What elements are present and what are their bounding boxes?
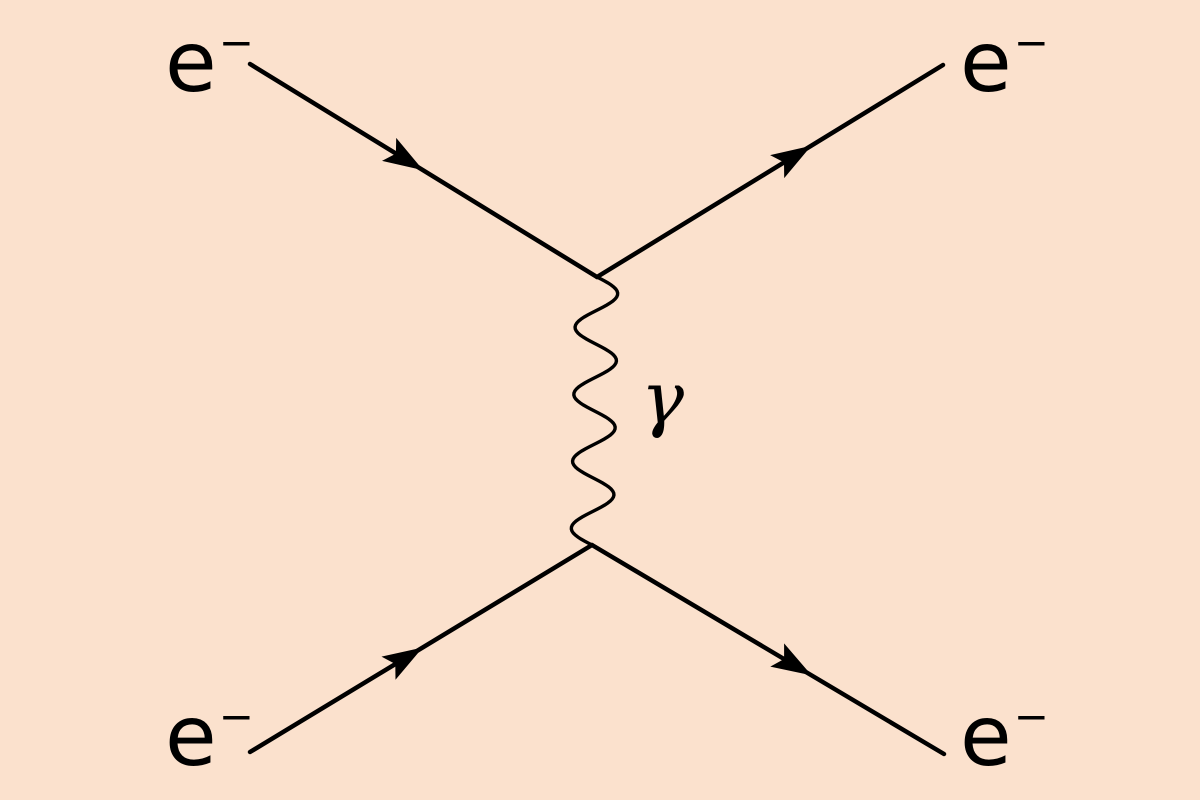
label-electron-bottom-right: e−: [960, 694, 1049, 778]
label-electron-top-left: e−: [165, 20, 254, 104]
fermion-line-outgoing-bottom-right: [589, 542, 947, 757]
fermion-line-outgoing-top-right: [594, 62, 946, 280]
particle-charge-superscript: −: [218, 692, 254, 741]
particle-charge-superscript: −: [218, 18, 254, 67]
particle-charge-superscript: −: [1013, 692, 1049, 741]
arrow-outgoing-bottom-right: [770, 643, 812, 676]
particle-symbol: e: [960, 687, 1012, 785]
particle-charge-superscript: −: [1013, 18, 1049, 67]
particle-symbol: e: [165, 13, 217, 111]
label-electron-bottom-left: e−: [165, 694, 254, 778]
label-electron-top-right: e−: [960, 20, 1049, 104]
fermion-line-incoming-top-left: [247, 61, 600, 280]
arrow-incoming-top-left: [382, 137, 424, 171]
photon-wavy-line: [569, 275, 620, 547]
particle-symbol: e: [960, 13, 1012, 111]
arrow-outgoing-top-right: [770, 145, 812, 179]
label-photon-gamma: γ: [641, 356, 685, 440]
arrow-incoming-bottom-left: [381, 647, 423, 680]
particle-symbol: e: [165, 687, 217, 785]
